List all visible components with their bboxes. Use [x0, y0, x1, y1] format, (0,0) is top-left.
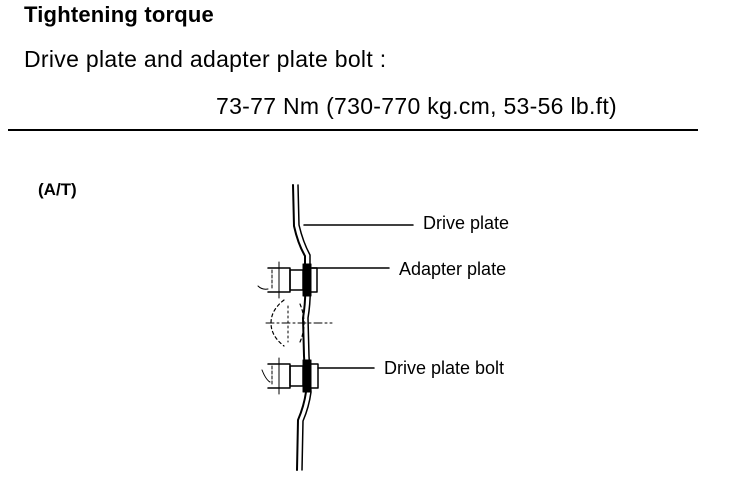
torque-spec-value: 73-77 Nm (730-770 kg.cm, 53-56 lb.ft) — [216, 93, 617, 119]
hub-centerline — [265, 299, 333, 347]
transmission-variant-tag: (A/T) — [38, 180, 77, 199]
section-heading: Tightening torque — [24, 2, 214, 27]
divider-line — [8, 129, 698, 131]
lower-bolt-assembly — [261, 357, 319, 395]
torque-spec-label: Drive plate and adapter plate bolt : — [24, 46, 387, 72]
callout-drive-plate-bolt: Drive plate bolt — [384, 358, 505, 378]
drive-plate-inner-outline — [297, 184, 312, 471]
callout-adapter-plate: Adapter plate — [399, 259, 507, 279]
drive-plate-outline — [292, 184, 307, 471]
callout-drive-plate: Drive plate — [423, 213, 510, 233]
upper-bolt-assembly — [257, 261, 318, 299]
